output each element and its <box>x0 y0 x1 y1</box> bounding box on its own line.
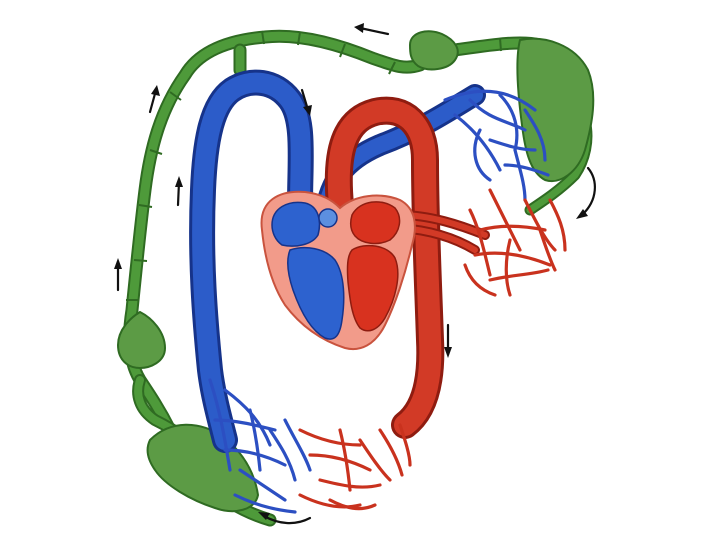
lymph-node-top <box>410 31 458 69</box>
arrow-aorta-down <box>444 325 452 358</box>
right-ventricle <box>288 248 344 339</box>
lymph-capillary-bed-right <box>517 39 593 181</box>
heart <box>262 192 415 349</box>
arrow-left-upper <box>150 85 160 112</box>
heart-valve <box>319 209 337 227</box>
arrow-top-lymph <box>354 23 388 34</box>
left-atrium <box>351 202 400 244</box>
left-ventricle <box>347 246 397 331</box>
arrow-left-mid <box>175 176 183 205</box>
arrow-left-lower <box>114 258 122 290</box>
right-atrium <box>272 202 319 246</box>
